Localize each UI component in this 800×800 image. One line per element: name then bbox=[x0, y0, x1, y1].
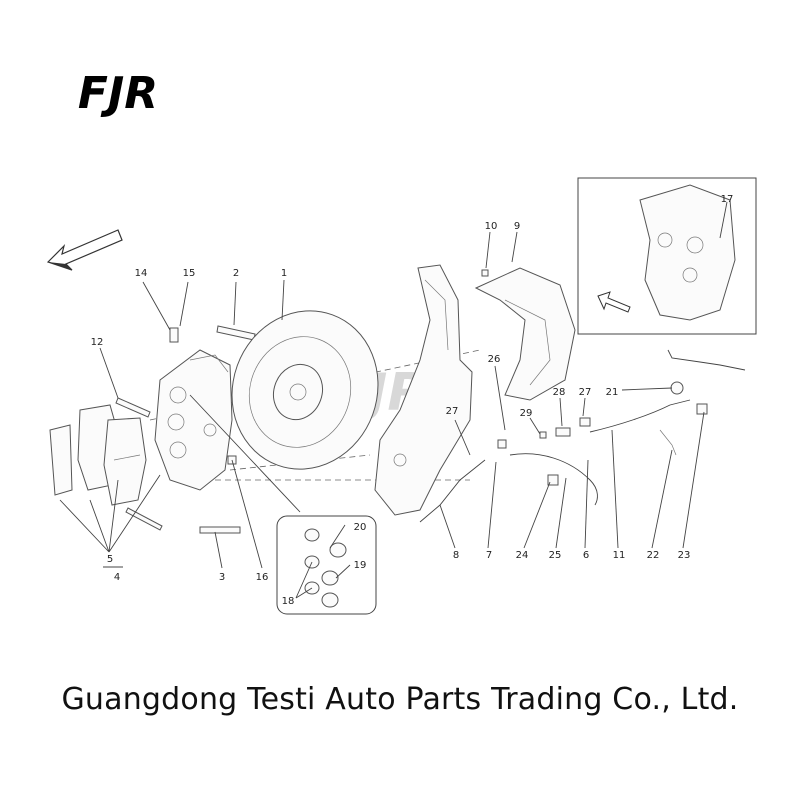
callout-25: 25 bbox=[549, 550, 562, 561]
company-name: Guangdong Testi Auto Parts Trading Co., … bbox=[61, 682, 739, 717]
callout-29: 29 bbox=[520, 408, 533, 419]
callout-23: 23 bbox=[678, 550, 691, 561]
callout-27-a: 27 bbox=[446, 406, 459, 417]
callout-4: 4 bbox=[114, 572, 120, 583]
small-hardware bbox=[481, 269, 708, 486]
callout-12: 12 bbox=[91, 337, 104, 348]
callout-21: 21 bbox=[606, 387, 619, 398]
caliper-detail-inset bbox=[577, 177, 757, 335]
fjr-logo: FJR bbox=[78, 68, 158, 119]
callout-10: 10 bbox=[485, 221, 498, 232]
brake-disc bbox=[231, 310, 379, 470]
svg-text:FJR: FJR bbox=[78, 68, 158, 119]
callout-8: 8 bbox=[453, 550, 459, 561]
brake-caliper bbox=[154, 349, 233, 491]
callout-22: 22 bbox=[647, 550, 660, 561]
callout-7: 7 bbox=[486, 550, 492, 561]
callout-14: 14 bbox=[135, 268, 148, 279]
callout-16: 16 bbox=[256, 572, 269, 583]
direction-arrow bbox=[46, 229, 123, 271]
callout-1: 1 bbox=[281, 268, 287, 279]
callout-19: 19 bbox=[354, 560, 367, 571]
callout-26: 26 bbox=[488, 354, 501, 365]
callout-24: 24 bbox=[516, 550, 529, 561]
callout-20: 20 bbox=[354, 522, 367, 533]
callout-11: 11 bbox=[613, 550, 626, 561]
dust-shield bbox=[474, 267, 576, 401]
callout-3: 3 bbox=[219, 572, 225, 583]
callout-9: 9 bbox=[514, 221, 520, 232]
callout-5: 5 bbox=[107, 554, 113, 565]
callout-27-b: 27 bbox=[579, 387, 592, 398]
callout-2: 2 bbox=[233, 268, 239, 279]
leader-lines bbox=[59, 201, 728, 599]
brake-lines bbox=[419, 349, 746, 523]
callout-labels: 1 2 3 4 5 6 7 8 9 10 11 12 14 15 16 17 1… bbox=[91, 194, 734, 607]
brake-pads bbox=[49, 404, 147, 506]
callout-15: 15 bbox=[183, 268, 196, 279]
wheel-hub-knuckle bbox=[374, 264, 473, 516]
callout-28: 28 bbox=[553, 387, 566, 398]
callout-18: 18 bbox=[282, 596, 295, 607]
callout-17: 17 bbox=[721, 194, 734, 205]
callout-6: 6 bbox=[583, 550, 589, 561]
